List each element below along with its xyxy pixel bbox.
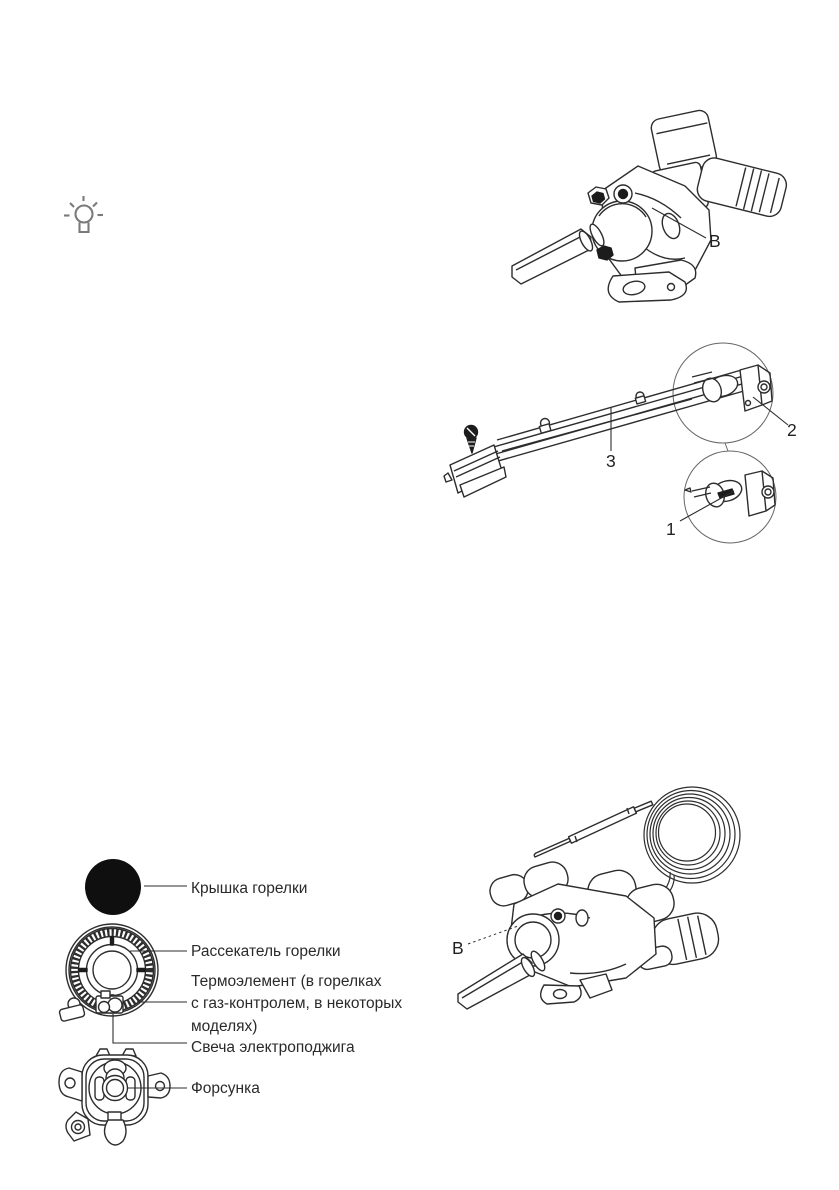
figure-gas-tap: B (511, 109, 788, 303)
callout-3-burner-tube: 3 (606, 451, 616, 471)
tip-lightbulb-icon (64, 196, 103, 234)
callout-b-thermostat-tap: B (452, 938, 464, 958)
burner-spreader-drawing (58, 923, 159, 1022)
figure-thermostat-tap: B (452, 786, 741, 1010)
label-burner-cap: Крышка горелки (191, 880, 308, 897)
sensor-probe-drawing (533, 800, 654, 858)
burner-base-nozzle-drawing (58, 1048, 171, 1146)
callout-b-gas-tap: B (709, 231, 721, 251)
figure-burner-parts (58, 859, 187, 1146)
label-thermocouple: Термоэлемент (в горелках с газ-контролем… (191, 973, 403, 1035)
label-ignition-plug: Свеча электроподжига (191, 1039, 355, 1056)
callout-1-igniter-detail: 1 (666, 519, 676, 539)
label-burner-spreader: Рассекатель горелки (191, 943, 341, 960)
thermostat-valve-body-drawing (457, 861, 720, 1010)
figure-oven-burner-assembly: 3 2 1 (443, 342, 797, 544)
callout-2-bracket-detail: 2 (787, 420, 797, 440)
burner-cap-drawing (85, 859, 141, 915)
capillary-coil-drawing (643, 786, 741, 908)
label-nozzle: Форсунка (191, 1080, 260, 1097)
